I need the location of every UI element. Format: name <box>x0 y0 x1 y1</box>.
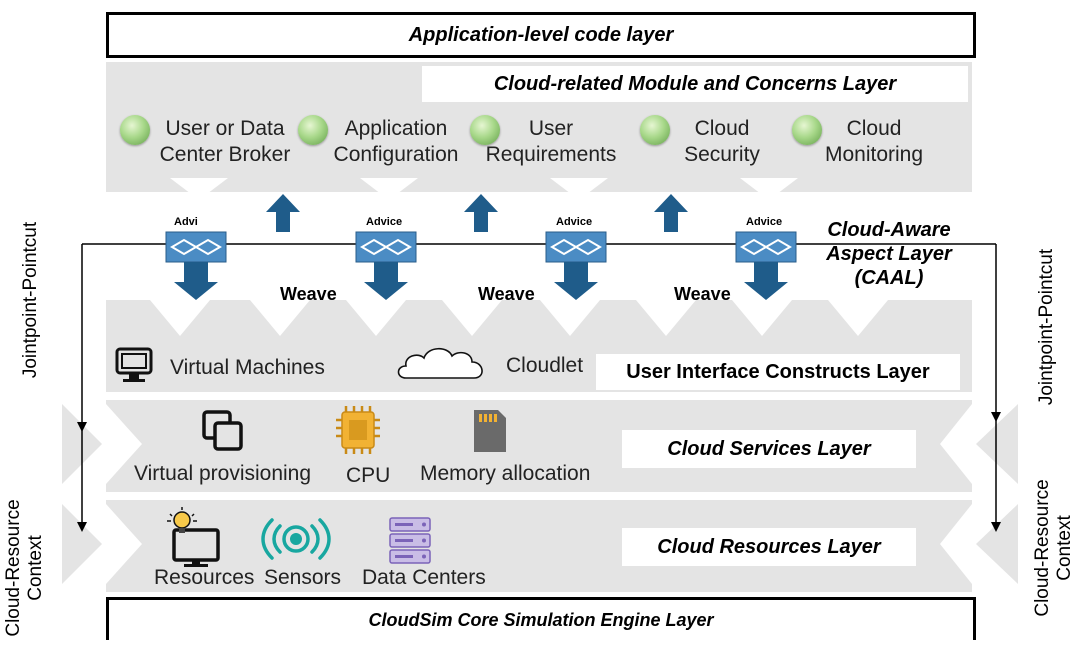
cloud-resources-label-box: Cloud Resources Layer <box>622 528 916 566</box>
cloudsim-core-layer-label: CloudSim Core Simulation Engine Layer <box>368 609 714 630</box>
ui-constructs-label: User Interface Constructs Layer <box>626 360 930 383</box>
resources-icon <box>167 507 220 567</box>
outer-side-chevrons <box>62 404 1018 584</box>
cpu-label: CPU <box>346 464 391 487</box>
weave-label: Weave <box>478 284 535 304</box>
data-center-icon <box>389 517 431 564</box>
module-cloud-monitoring: Cloud Monitoring <box>824 117 924 166</box>
data-centers-label: Data Centers <box>362 566 486 589</box>
module-broker: User or Data Center Broker <box>159 117 291 166</box>
application-code-layer: Application-level code layer <box>106 12 976 58</box>
cloud-services-label: Cloud Services Layer <box>667 437 871 460</box>
cloud-services-label-box: Cloud Services Layer <box>622 430 916 468</box>
monitor-icon <box>115 347 153 382</box>
module-ball-icon <box>792 115 822 145</box>
ui-constructs-label-box: User Interface Constructs Layer <box>596 354 960 390</box>
application-code-layer-label: Application-level code layer <box>408 23 674 46</box>
left-arrow-head-icon <box>77 522 87 532</box>
cloud-module-layer-label: Cloud-related Module and Concerns Layer <box>493 72 897 95</box>
advice-label: Advice <box>744 216 785 228</box>
jointpoint-left-label: Jointpoint-Pointcut <box>20 221 41 379</box>
module-cloud-security: Cloud Security <box>684 117 760 166</box>
ui-chevrons <box>150 300 888 336</box>
virtual-provisioning-label: Virtual provisioning <box>134 462 312 485</box>
module-ball-icon <box>120 115 150 145</box>
resources-label: Resources <box>154 566 255 589</box>
cloud-module-layer-label-box: Cloud-related Module and Concerns Layer <box>422 66 968 102</box>
virtual-machines-label: Virtual Machines <box>170 356 325 379</box>
windows-copy-icon <box>202 410 243 451</box>
module-ball-icon <box>640 115 670 145</box>
cloud-resource-right-label: Cloud-Resource Context <box>1032 479 1075 617</box>
advice-label: Advice <box>364 216 405 228</box>
band-side-chevrons <box>106 404 972 584</box>
weave-label: Weave <box>674 284 731 304</box>
cloud-resources-label: Cloud Resources Layer <box>657 535 881 558</box>
weave-label: Weave <box>280 284 337 304</box>
module-app-config: Application Configuration <box>333 117 459 166</box>
jointpoint-right-label: Jointpoint-Pointcut <box>1036 248 1057 406</box>
cloud-icon <box>397 347 483 379</box>
up-arrows <box>266 194 688 232</box>
memory-allocation-label: Memory allocation <box>420 462 591 485</box>
advice-label: Advice <box>554 216 595 228</box>
module-user-requirements: User Requirements <box>485 117 617 166</box>
module-chevrons <box>170 178 798 200</box>
cloudlet-label: Cloudlet <box>506 354 584 377</box>
module-ball-icon <box>298 115 328 145</box>
left-arrow-head-icon <box>77 422 87 432</box>
sensor-icon <box>261 518 331 560</box>
memory-card-icon <box>474 410 506 452</box>
sensors-label: Sensors <box>264 566 342 589</box>
advice-group <box>165 231 797 300</box>
right-arrow-head-icon <box>991 412 1001 422</box>
module-ball-icon <box>470 115 500 145</box>
caal-label: Cloud-Aware Aspect Layer (CAAL) <box>826 219 952 289</box>
cpu-icon <box>336 406 380 454</box>
cloud-resource-left-label: Cloud-Resource Context <box>3 499 46 637</box>
advice-label: Advi <box>172 216 200 228</box>
cloudsim-core-layer: CloudSim Core Simulation Engine Layer <box>106 597 976 640</box>
right-arrow-head-icon <box>991 522 1001 532</box>
